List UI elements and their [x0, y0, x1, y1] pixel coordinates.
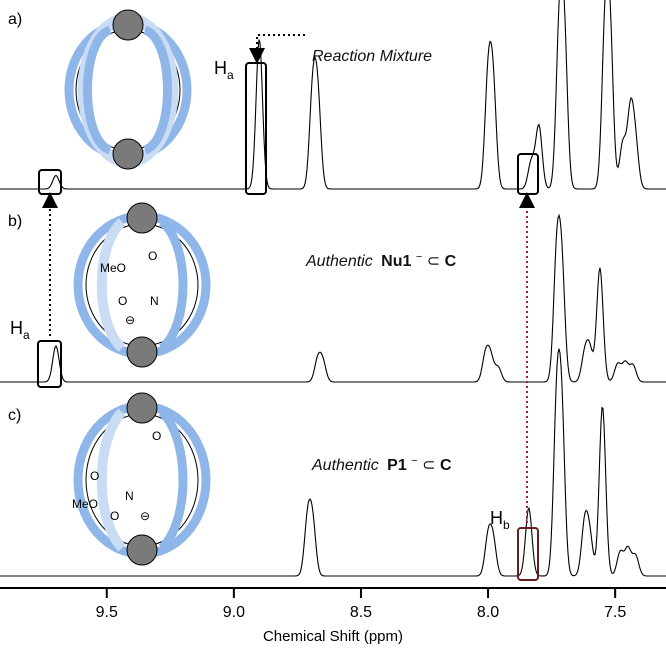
ha-box-a-main: [245, 62, 267, 195]
x-tick-label: 8.0: [477, 604, 499, 621]
ha-label-a: Ha: [214, 58, 234, 82]
catenane-diagram-c: MeO O N O O ⊖: [72, 392, 211, 566]
arrow-to-ha-main: [249, 34, 305, 64]
svg-text:O: O: [110, 509, 119, 523]
x-tick-label: 8.5: [350, 604, 372, 621]
ha-box-b: [37, 340, 62, 388]
title-b-bold: Nu1: [381, 253, 411, 270]
svg-text:MeO: MeO: [100, 261, 126, 275]
svg-text:O: O: [148, 249, 157, 263]
hb-box-c: [517, 527, 539, 581]
svg-text:N: N: [150, 294, 159, 308]
panel-title-b: Authentic Nu1 − ⊂ C: [305, 247, 457, 270]
title-c-prefix: Authentic: [311, 457, 379, 474]
x-axis-label: Chemical Shift (ppm): [263, 628, 403, 645]
panel-label-c: c): [8, 407, 21, 424]
panel-title-a: Reaction Mixture: [312, 48, 432, 65]
svg-text:⊖: ⊖: [125, 313, 135, 327]
svg-text:N: N: [125, 489, 134, 503]
panel-title-c: Authentic P1 − ⊂ C: [311, 451, 452, 474]
ha-label-b: Ha: [10, 318, 30, 342]
title-b-sup: −: [416, 251, 422, 263]
x-axis-ticks: 9.5 9.0 8.5 8.0 7.5: [96, 588, 626, 621]
x-tick-label: 9.0: [223, 604, 245, 621]
spectrum-trace-c: [0, 348, 666, 577]
svg-text:⊖: ⊖: [140, 509, 150, 523]
title-c-sup: −: [411, 455, 417, 467]
title-b-end: C: [445, 253, 457, 270]
hb-label-c: Hb: [490, 508, 510, 532]
catenane-diagram-b: MeO O N O ⊖: [73, 202, 211, 368]
ha-box-a-small: [38, 169, 62, 195]
panel-label-a: a): [8, 11, 22, 28]
x-tick-label: 9.5: [96, 604, 118, 621]
spectrum-trace-b: [0, 213, 666, 383]
spectrum-trace-a: [0, 0, 666, 190]
svg-text:O: O: [90, 469, 99, 483]
title-c-subset: ⊂: [422, 457, 435, 474]
svg-text:O: O: [152, 429, 161, 443]
title-b-prefix: Authentic: [305, 253, 373, 270]
panel-label-b: b): [8, 213, 22, 230]
catenane-diagram-a: [64, 9, 192, 170]
x-tick-label: 7.5: [604, 604, 626, 621]
title-c-end: C: [440, 457, 452, 474]
title-b-subset: ⊂: [427, 253, 440, 270]
title-c-bold: P1: [387, 457, 407, 474]
svg-text:MeO: MeO: [72, 497, 98, 511]
svg-text:O: O: [118, 294, 127, 308]
